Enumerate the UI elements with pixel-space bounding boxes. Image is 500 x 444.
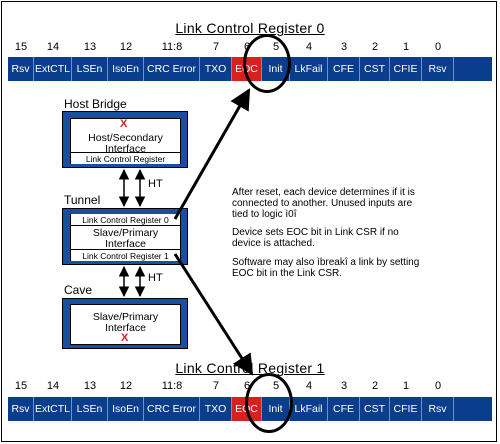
note-break-link: Software may also ìbreakî a link by sett… [232,257,420,279]
note-eoc-set: Device sets EOC bit in Link CSR if no de… [232,227,399,249]
register1-bit-number: 12 [119,380,133,392]
tunnel-interface-line1: Slave/Primary [92,227,159,239]
eoc-highlight-ellipse-top [243,34,291,93]
ht-link-label-top: HT [148,178,163,190]
register1-field-cfie: CFIE [390,397,422,421]
register1-bit-number: 13 [83,380,97,392]
register1-field-crc-error: CRC Error [144,397,200,421]
arrow-to-register-1-eoc [173,253,254,376]
tunnel-register-0-row: Link Control Register 0 [71,214,180,226]
cave-interface-line2: Interface [105,322,146,334]
register0-field-lsen: LSEn [72,57,108,81]
register0-bit-number: 0 [434,41,442,53]
register1-bit-number: 11:8 [161,380,183,392]
register0-bit-number: 12 [119,41,133,53]
cave-box: Slave/Primary Interface X [62,298,188,349]
register1-field-rsv: Rsv [422,397,454,421]
register0-field-isoen: IsoEn [108,57,144,81]
host-bridge-register-row: Link Control Register [71,152,180,164]
register0-bit-number: 3 [340,41,348,53]
register0-field-cst: CST [360,57,390,81]
register1-bit-number: 14 [46,380,60,392]
register0-bit-number: 14 [46,41,60,53]
tunnel-label: Tunnel [64,193,101,207]
register1-field-isoen: IsoEn [108,397,144,421]
register0-bit-number: 11:8 [161,41,183,53]
register0-field-cfie: CFIE [390,57,422,81]
register0-field-rsv: Rsv [8,57,34,81]
register0-field-cfe: CFE [328,57,360,81]
register0-field-crc-error: CRC Error [144,57,200,81]
register0-bit-number: 2 [371,41,379,53]
register0-bit-number: 13 [83,41,97,53]
register0-field-txo: TXO [200,57,232,81]
register0-field-rsv: Rsv [422,57,454,81]
register0-field-lkfail: LkFail [290,57,328,81]
cave-label: Cave [64,283,93,297]
cave-interface-line1: Slave/Primary [92,311,159,323]
register1-field-rsv: Rsv [8,397,34,421]
register1-field-cst: CST [360,397,390,421]
register1-field-extctl: ExtCTL [34,397,72,421]
register1-bit-number: 0 [434,380,442,392]
tunnel-register-1-row: Link Control Register 1 [71,249,180,261]
cave-x-mark: X [121,332,129,344]
host-bridge-x-mark: X [120,118,128,130]
register1-field-cfe: CFE [328,397,360,421]
register1-bit-number: 7 [212,380,220,392]
register1-field-lsen: LSEn [72,397,108,421]
register1-field-txo: TXO [200,397,232,421]
register1-bit-number: 1 [402,380,410,392]
ht-link-label-bottom: HT [148,272,163,284]
host-bridge-interface-line1: Host/Secondary [88,132,163,144]
tunnel-interface: Link Control Register 0 Slave/Primary In… [70,214,181,261]
tunnel-interface-line2: Interface [105,238,146,250]
register1-bit-number: 3 [340,380,348,392]
register-0-title: Link Control Register 0 [175,20,325,36]
register1-bit-number: 4 [305,380,313,392]
register0-bit-number: 15 [14,41,28,53]
arrow-to-register-0-eoc [173,88,251,220]
register1-bit-number: 6 [243,380,251,392]
register1-field-lkfail: LkFail [290,397,328,421]
note-reset: After reset, each device determines if i… [232,187,415,220]
host-bridge-box: X Host/Secondary Interface Link Control … [62,111,188,168]
tunnel-box: Link Control Register 0 Slave/Primary In… [62,208,188,265]
cave-interface: Slave/Primary Interface X [70,304,181,345]
register1-bit-number: 2 [371,380,379,392]
host-bridge-label: Host Bridge [64,97,127,111]
register0-bit-number: 7 [212,41,220,53]
register0-field-extctl: ExtCTL [34,57,72,81]
eoc-highlight-ellipse-bottom [245,373,293,433]
host-bridge-interface: X Host/Secondary Interface Link Control … [70,118,181,164]
register0-bit-number: 1 [402,41,410,53]
register1-bit-number: 15 [14,380,28,392]
register0-bit-number: 4 [305,41,313,53]
